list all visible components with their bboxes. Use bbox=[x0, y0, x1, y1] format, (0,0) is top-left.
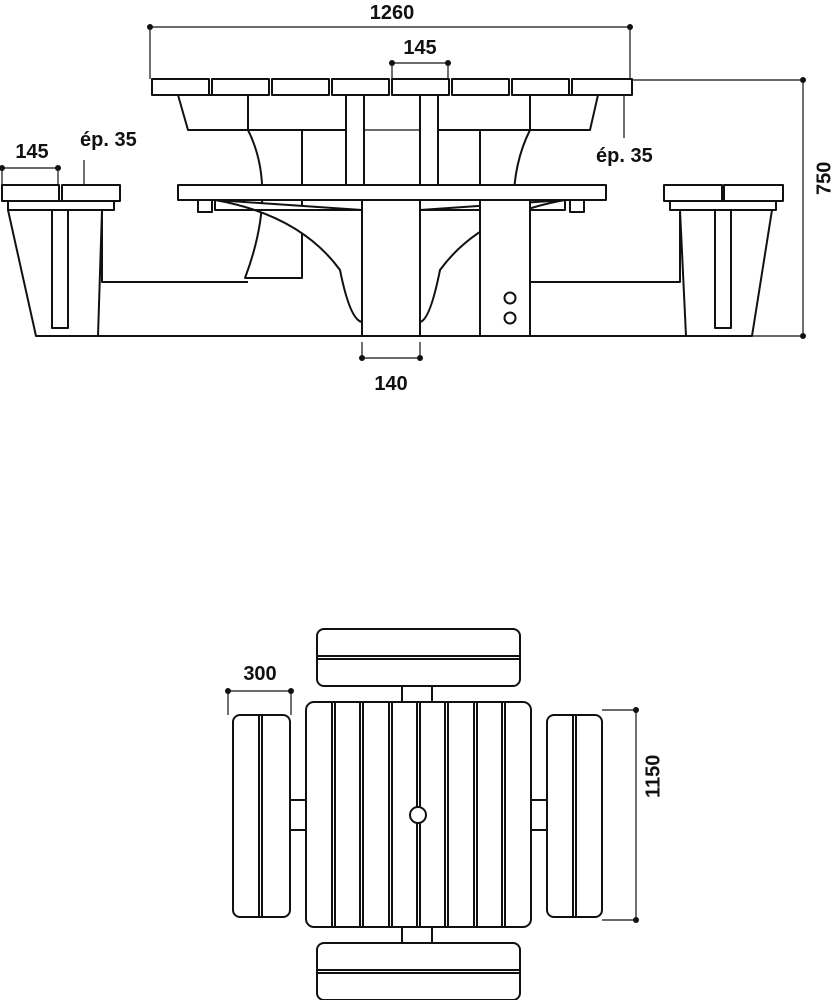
dimension-lines bbox=[0, 24, 806, 361]
dim-top-thickness: ép. 35 bbox=[596, 145, 653, 167]
dim-post-width: 140 bbox=[374, 373, 407, 395]
dim-top-width: 1260 bbox=[370, 2, 415, 24]
connector-top bbox=[401, 685, 433, 703]
top-view: 300 1150 bbox=[225, 628, 664, 1000]
center-seat-rail bbox=[177, 184, 607, 213]
right-bench bbox=[663, 184, 784, 211]
side-view: 1260 145 145 ép. 35 ép. 35 750 140 bbox=[0, 2, 833, 395]
table-top-boards bbox=[151, 78, 633, 96]
bench-bottom bbox=[316, 942, 521, 1000]
dim-seat-board-width: 145 bbox=[15, 141, 48, 163]
bench-right bbox=[546, 714, 603, 918]
dim-top-depth: 1150 bbox=[642, 755, 664, 798]
connector-right bbox=[530, 799, 548, 831]
bench-left bbox=[232, 714, 291, 918]
dim-top-board-width: 145 bbox=[403, 37, 436, 59]
table-top-planks bbox=[305, 701, 532, 928]
bench-top bbox=[316, 628, 521, 687]
dim-bench-width: 300 bbox=[243, 663, 276, 685]
connector-left bbox=[289, 799, 307, 831]
top-view-dimension-lines bbox=[225, 688, 639, 923]
parasol-hole bbox=[409, 806, 427, 824]
left-bench bbox=[1, 184, 121, 211]
dim-height: 750 bbox=[813, 162, 833, 195]
dim-seat-thickness: ép. 35 bbox=[80, 129, 137, 151]
connector-bottom bbox=[401, 926, 433, 944]
